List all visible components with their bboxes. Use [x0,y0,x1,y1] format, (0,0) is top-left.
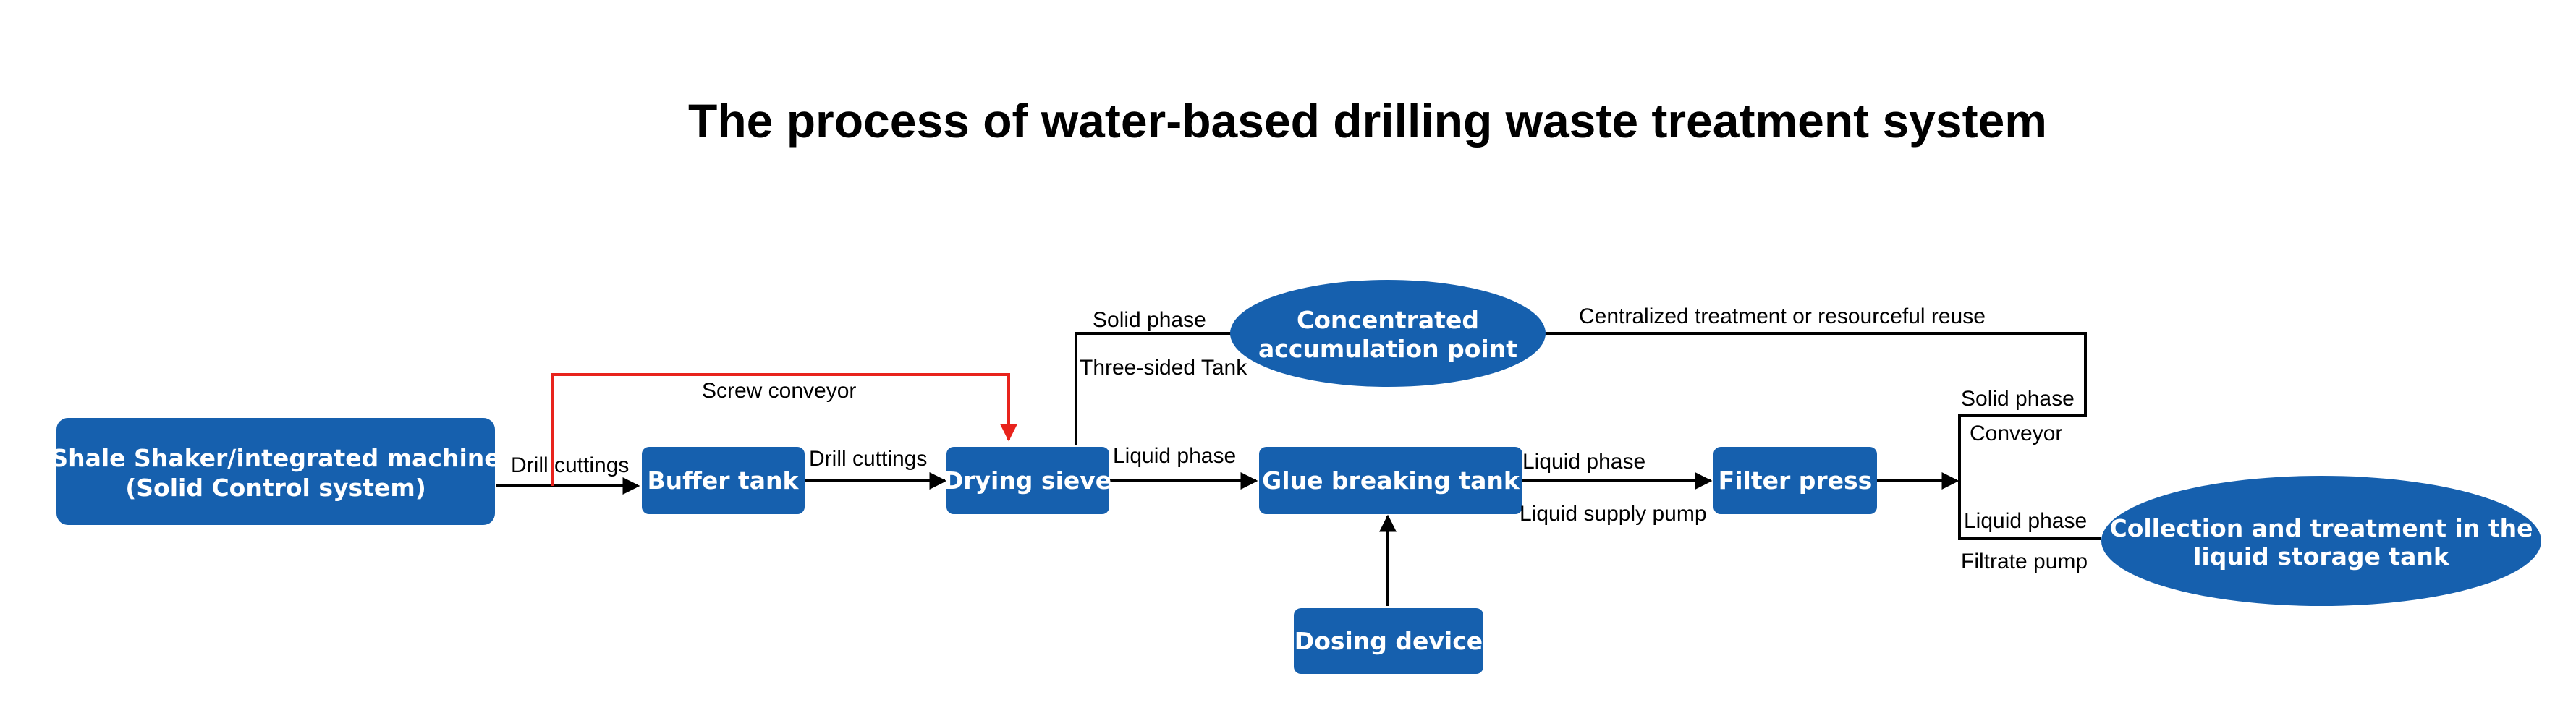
node-concentrated-point-line2: accumulation point [1258,335,1517,363]
node-drying-sieve [946,447,1109,514]
node-filter-press-label: Filter press [1719,466,1873,495]
label-screw-conveyor: Screw conveyor [702,379,856,403]
node-collection-tank-line1: Collection and treatment in the [2109,514,2533,542]
edge-sieve-to-concentrated [1075,332,1232,445]
node-buffer-tank-label: Buffer tank [647,466,799,495]
label-drill-cuttings-1: Drill cuttings [511,453,629,477]
node-glue-breaking-tank-label: Glue breaking tank [1262,466,1520,495]
node-shale-shaker-line1: Shale Shaker/integrated machine [51,444,500,472]
label-solid-phase-top: Solid phase [1093,308,1206,332]
label-liquid-phase-2: Liquid phase [1522,450,1645,474]
label-drill-cuttings-2: Drill cuttings [809,447,927,471]
label-liquid-supply-pump: Liquid supply pump [1520,502,1707,526]
label-centralized-treatment: Centralized treatment or resourceful reu… [1579,304,1986,328]
node-concentrated-point [1230,280,1546,387]
label-liquid-phase-right: Liquid phase [1964,509,2087,533]
edge-concentrated-to-filter-output [1544,332,2101,540]
node-shale-shaker [56,418,495,525]
node-dosing-device-label: Dosing device [1295,627,1483,655]
node-drying-sieve-label: Drying sieve [944,466,1111,495]
label-liquid-phase-1: Liquid phase [1113,444,1236,468]
node-collection-tank [2101,476,2541,606]
node-collection-tank-line2: liquid storage tank [2193,542,2450,571]
diagram-title: The process of water-based drilling wast… [688,94,2047,148]
node-dosing-device [1294,608,1483,674]
node-filter-press [1713,447,1877,514]
node-shale-shaker-line2: (Solid Control system) [125,474,426,502]
node-buffer-tank [642,447,805,514]
edge-screw-conveyor [551,373,1017,486]
label-solid-phase-right: Solid phase [1961,387,2075,411]
node-glue-breaking-tank [1259,447,1522,514]
label-three-sided-tank: Three-sided Tank [1080,356,1247,380]
label-conveyor: Conveyor [1970,422,2062,445]
node-concentrated-point-line1: Concentrated [1297,306,1479,334]
label-filtrate-pump: Filtrate pump [1961,550,2088,573]
